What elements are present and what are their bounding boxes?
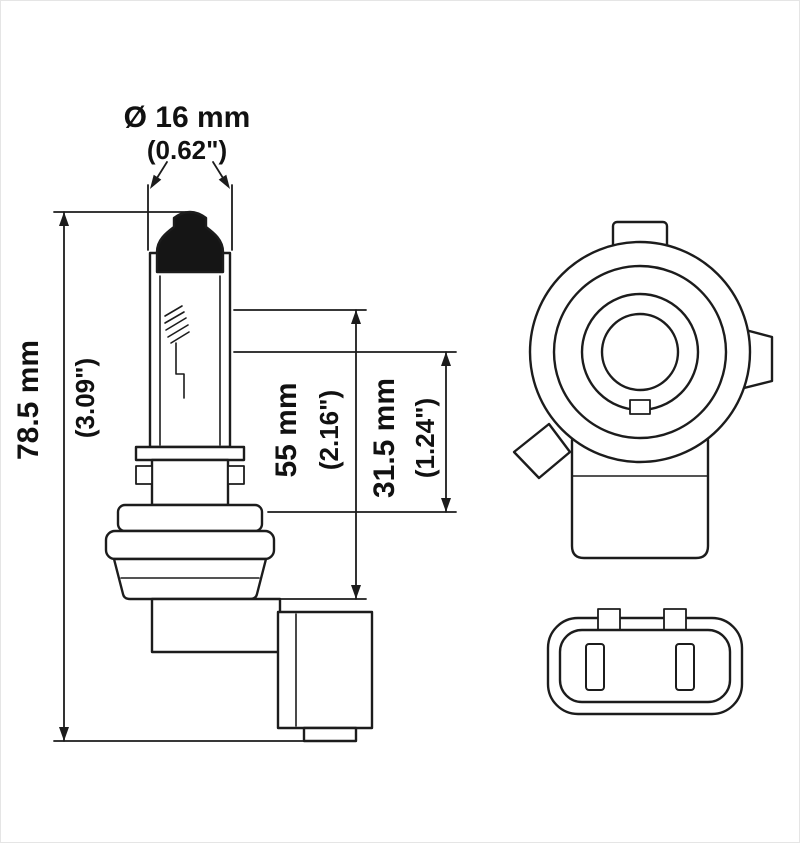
- diameter-label-metric: Ø 16 mm: [124, 101, 251, 134]
- base-length-label-metric: 31.5 mm: [368, 378, 401, 498]
- dimension-arrowheads: [59, 174, 451, 741]
- connector-face-view: [546, 608, 744, 716]
- connector-key-right: [663, 608, 687, 632]
- mounting-tab-lower-left: [512, 422, 572, 480]
- terminal-slot-right: [675, 643, 695, 691]
- overall-length-label-metric: 78.5 mm: [12, 340, 45, 460]
- terminal-slot-left: [585, 643, 605, 691]
- right-angle-connector: [150, 597, 374, 743]
- filament: [164, 305, 190, 399]
- base-length-label-imperial: (1.24"): [410, 398, 440, 478]
- glass-length-label-metric: 55 mm: [270, 382, 303, 477]
- base-front-view: [512, 220, 774, 560]
- bulb-base: [104, 503, 276, 601]
- diameter-label-imperial: (0.62"): [147, 135, 227, 165]
- connector-key-left: [597, 608, 621, 632]
- dim-glass-length: [233, 309, 367, 600]
- index-notch: [629, 399, 651, 415]
- lens-opening: [600, 312, 680, 392]
- dim-overall-length: [53, 211, 317, 742]
- base-cup: [570, 438, 710, 560]
- overall-length-label-imperial: (3.09"): [70, 358, 100, 438]
- dim-base-length: [233, 351, 457, 513]
- black-tip-icon: [155, 210, 225, 274]
- glass-length-label-imperial: (2.16"): [314, 390, 344, 470]
- glass-envelope: [148, 251, 232, 449]
- bulb-collar: [134, 445, 246, 507]
- dimension-annotations: [53, 161, 457, 742]
- bulb-side-view: [104, 210, 374, 743]
